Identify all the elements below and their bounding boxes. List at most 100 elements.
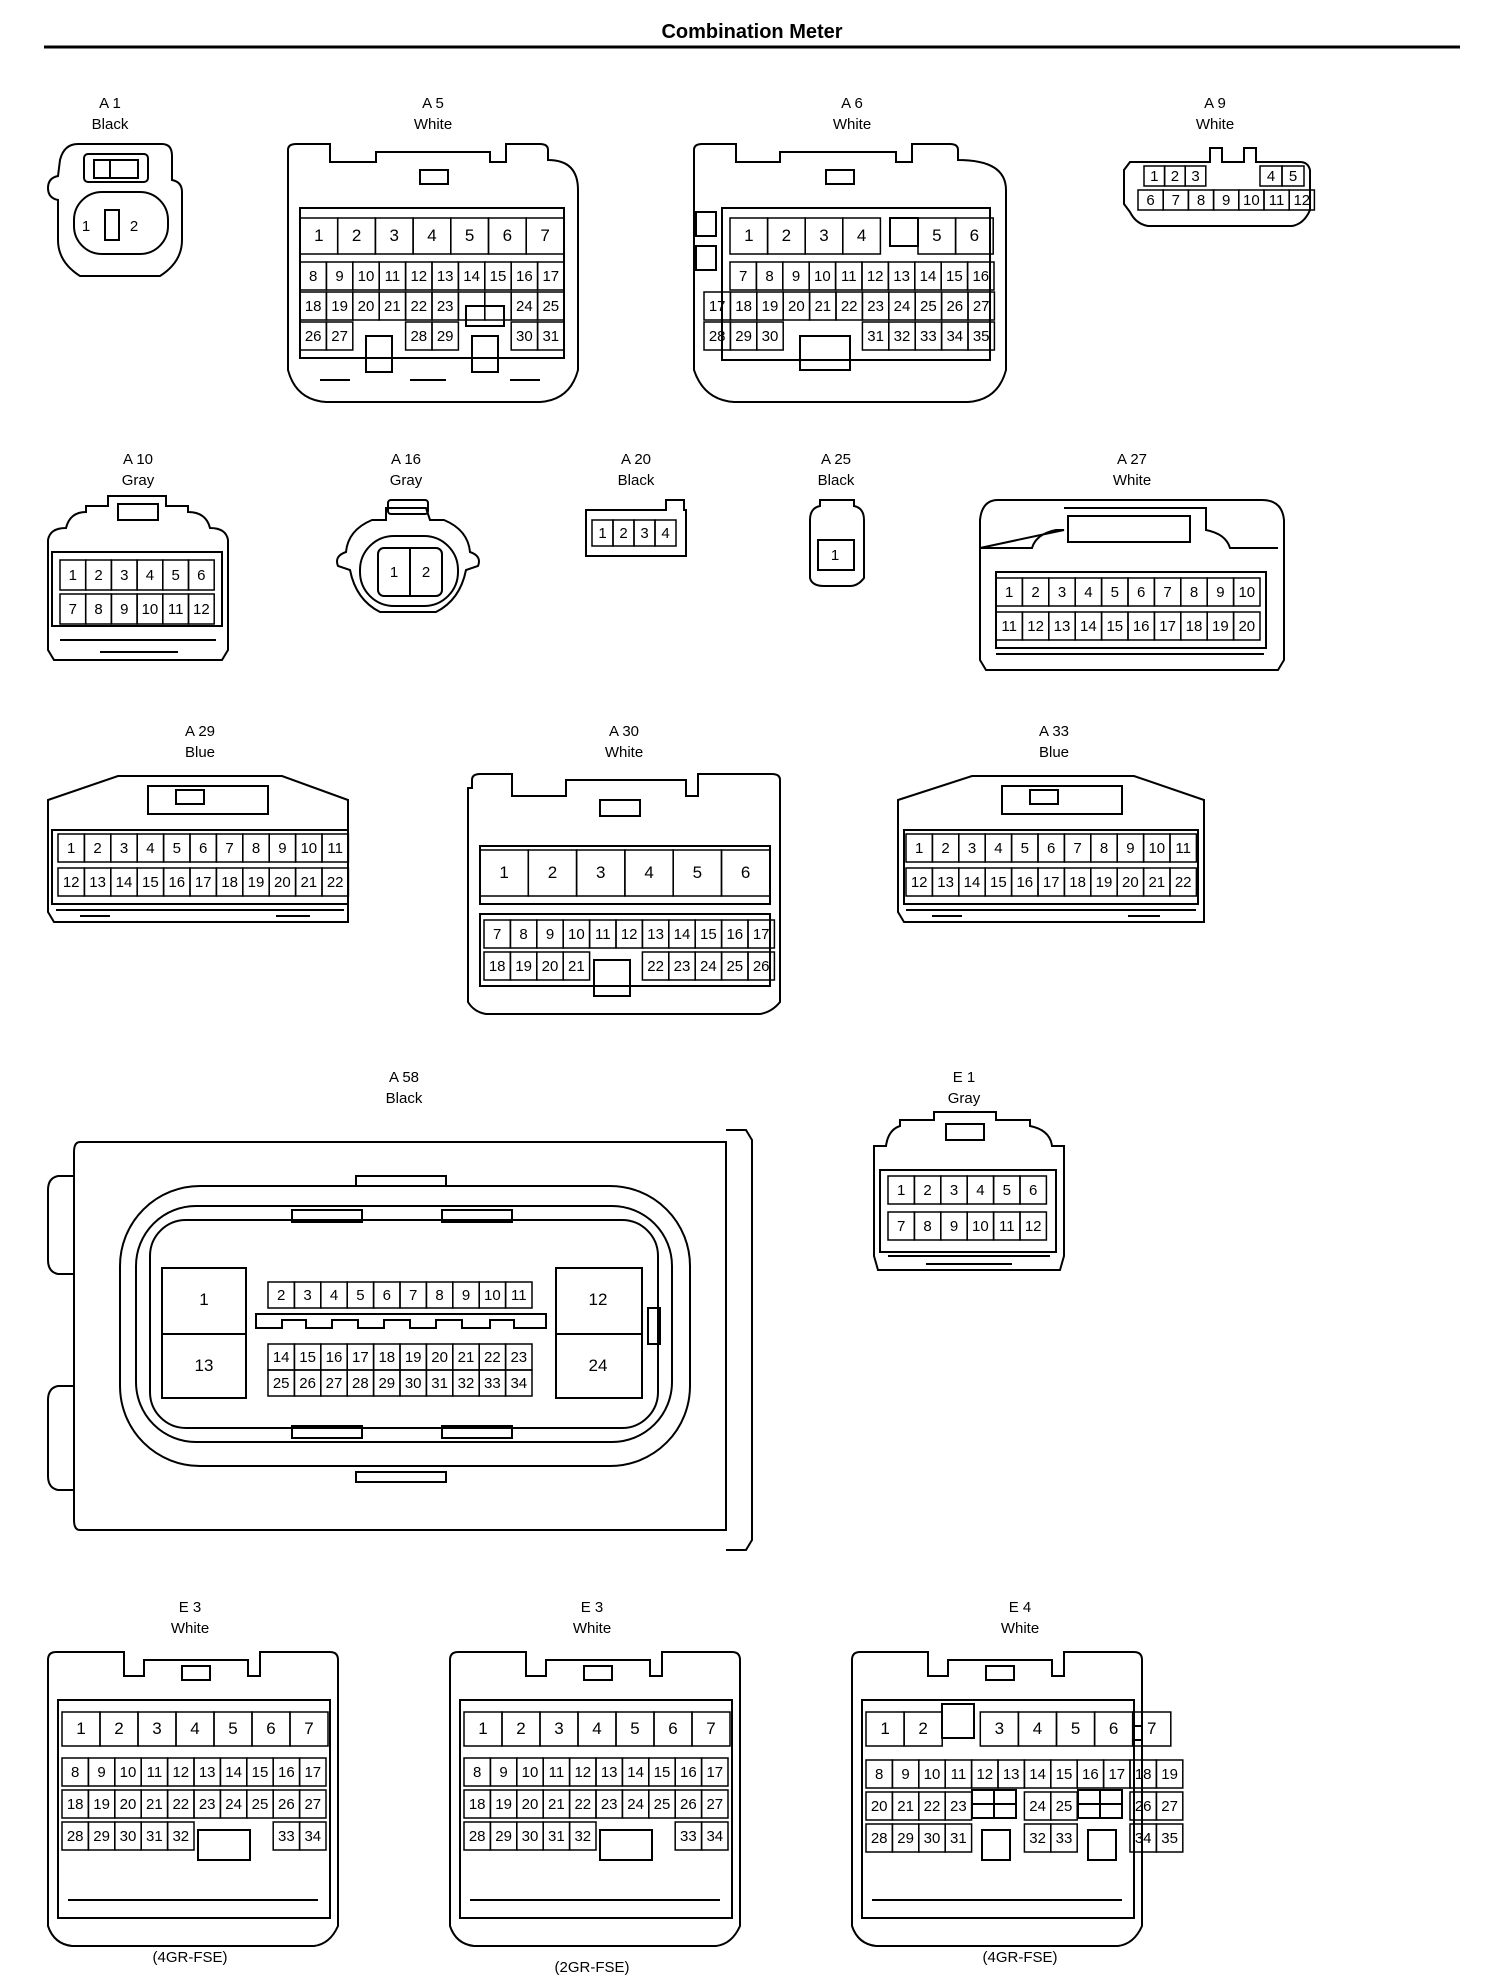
pin-label: 18 [1069, 874, 1086, 891]
pin-label: 28 [469, 1828, 486, 1845]
pin-label: 34 [946, 328, 963, 345]
pin-label: 7 [409, 1287, 417, 1304]
pin-label: 10 [142, 601, 159, 618]
connector-id-a-25-7: A 25 [821, 451, 851, 468]
pin-label: 23 [437, 298, 454, 315]
pin-label: 15 [490, 268, 507, 285]
pin-label: 27 [304, 1796, 321, 1813]
pin-label: 9 [120, 601, 128, 618]
pin-label: 2 [130, 218, 138, 235]
pin-label: 16 [726, 926, 743, 943]
pin-label: 12 [574, 1764, 591, 1781]
pin-label: 20 [542, 958, 559, 975]
pin-label: 8 [435, 1287, 443, 1304]
pin-label: 29 [735, 328, 752, 345]
connector-bodies [46, 143, 1316, 1947]
pin-label: 16 [680, 1764, 697, 1781]
pin-label: 16 [278, 1764, 295, 1781]
pin-label: 29 [378, 1375, 395, 1392]
pin-label: 12 [63, 874, 80, 891]
pin-label: 11 [1001, 618, 1017, 635]
pin-label: 12 [911, 874, 928, 891]
connector-color-a-30-10: White [605, 744, 643, 761]
pin-label: 13 [1003, 1766, 1020, 1783]
pin-label: 15 [700, 926, 717, 943]
pin-label: 7 [69, 601, 77, 618]
connector-id-a-6-2: A 6 [841, 95, 863, 112]
pin-label: 35 [1161, 1830, 1178, 1847]
pin-label: 19 [1212, 618, 1229, 635]
pin-label: 8 [252, 840, 260, 857]
pin-label: 8 [1197, 192, 1205, 209]
pin-label: 28 [410, 328, 427, 345]
pin-label: 13 [601, 1764, 618, 1781]
pin-label: 2 [619, 525, 627, 542]
pin-label: 3 [950, 1182, 958, 1199]
pin-label: 1 [82, 218, 90, 235]
pin-label: 16 [1082, 1766, 1099, 1783]
pin-label: 24 [894, 298, 911, 315]
connector-color-a-58-12: Black [386, 1090, 423, 1107]
pin-label: 1 [67, 840, 75, 857]
pin-label: 13 [893, 268, 910, 285]
pin-label: 24 [627, 1796, 644, 1813]
pin-label: 2 [422, 564, 430, 581]
pin-label: 34 [1135, 1830, 1152, 1847]
pin-label: 31 [548, 1828, 565, 1845]
pin-label: 24 [516, 298, 533, 315]
connector-color-e-3-14: White [171, 1620, 209, 1637]
connector-id-a-10-4: A 10 [123, 451, 153, 468]
pin-label: 2 [277, 1287, 285, 1304]
pin-label: 31 [867, 328, 884, 345]
pin-label: 20 [871, 1798, 888, 1815]
pin-label: 12 [1025, 1218, 1042, 1235]
pin-label: 2 [352, 226, 361, 245]
pin-label: 24 [700, 958, 717, 975]
connector-id-e-3-14: E 3 [179, 1599, 202, 1616]
pin-label: 30 [762, 328, 779, 345]
pin-label: 7 [1147, 1719, 1156, 1738]
pin-label: 9 [1222, 192, 1230, 209]
pin-label: 2 [923, 1182, 931, 1199]
pin-label: 9 [335, 268, 343, 285]
pin-label: 8 [71, 1764, 79, 1781]
pin-label: 4 [146, 840, 154, 857]
pin-label: 10 [924, 1766, 941, 1783]
pin-label: 14 [273, 1349, 290, 1366]
pin-label: 2 [1031, 584, 1039, 601]
pin-label: 3 [819, 226, 828, 245]
pin-label: 28 [709, 328, 726, 345]
pin-label: 9 [950, 1218, 958, 1235]
pin-label: 13 [937, 874, 954, 891]
pin-label: 14 [964, 874, 981, 891]
pin-label: 22 [327, 874, 344, 891]
pin-label: 24 [1029, 1798, 1046, 1815]
pin-label: 9 [97, 1764, 105, 1781]
pin-label: 20 [358, 298, 375, 315]
pin-label: 11 [385, 268, 401, 285]
pin-label: 6 [1029, 1182, 1037, 1199]
pin-label: 4 [1267, 168, 1275, 185]
pin-label: 25 [273, 1375, 290, 1392]
pin-label: 1 [1005, 584, 1013, 601]
pin-label: 11 [951, 1766, 967, 1783]
pin-label: 17 [1108, 1766, 1125, 1783]
pin-label: 7 [225, 840, 233, 857]
connector-color-e-1-13: Gray [948, 1090, 981, 1107]
pin-label: 12 [976, 1766, 993, 1783]
pin-label: 3 [303, 1287, 311, 1304]
pin-label: 7 [304, 1719, 313, 1738]
pin-label: 19 [1096, 874, 1113, 891]
pin-label: 34 [706, 1828, 723, 1845]
pin-label: 19 [762, 298, 779, 315]
pin-label: 18 [1135, 1766, 1152, 1783]
pin-label: 30 [516, 328, 533, 345]
pin-label: 20 [788, 298, 805, 315]
pin-label: 1 [478, 1719, 487, 1738]
pin-label: 6 [741, 863, 750, 882]
pin-label: 9 [278, 840, 286, 857]
pin-label: 17 [709, 298, 726, 315]
pin-label: 29 [93, 1828, 110, 1845]
